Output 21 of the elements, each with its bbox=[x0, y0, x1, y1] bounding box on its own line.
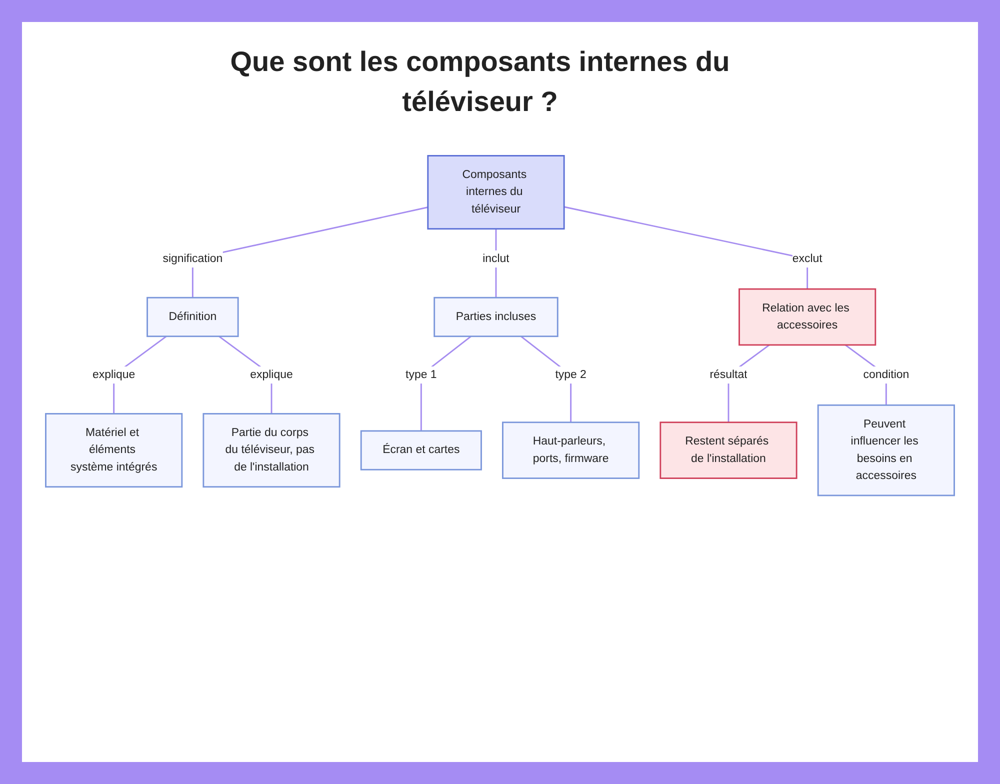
title: Que sont les composants internes du téléviseur ? bbox=[229, 45, 731, 119]
edge-label: explique bbox=[250, 368, 293, 381]
node-box: Définition bbox=[146, 296, 239, 338]
edge-label: condition bbox=[863, 368, 910, 381]
node-box: Partie du corps du téléviseur, pas de l'installation bbox=[202, 413, 340, 488]
node-box: Composants internes du téléviseur bbox=[427, 155, 565, 230]
node-box: Haut-parleurs, ports, firmware bbox=[502, 422, 640, 479]
edge-label: signification bbox=[162, 252, 223, 265]
edge-label: exclut bbox=[792, 252, 822, 265]
node-box: Écran et cartes bbox=[360, 430, 482, 470]
edge-label: type 1 bbox=[406, 368, 437, 381]
edge-label: type 2 bbox=[555, 368, 586, 381]
edge-label: inclut bbox=[482, 252, 510, 265]
edge-label: explique bbox=[92, 368, 136, 381]
node-box: Restent séparés de l'installation bbox=[660, 422, 798, 479]
edge-label: résultat bbox=[710, 368, 748, 381]
node-box: Matériel et éléments système intégrés bbox=[45, 413, 183, 488]
connector bbox=[564, 206, 808, 290]
node-box: Relation avec les accessoires bbox=[738, 288, 876, 346]
node-box: Parties incluses bbox=[434, 296, 558, 338]
node-box: Peuvent influencer les besoins en accessoires bbox=[817, 404, 955, 496]
